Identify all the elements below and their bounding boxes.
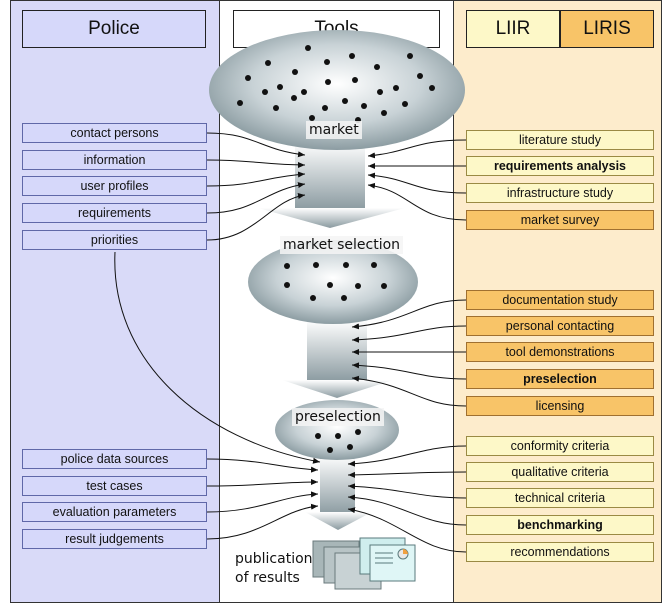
liir-box-recommendations: recommendations — [466, 542, 654, 562]
publication-label: publication of results — [235, 550, 313, 588]
market-label: market — [306, 121, 362, 139]
preselection-dots — [315, 429, 361, 453]
liris-box-licensing: licensing — [466, 396, 654, 416]
liris-box-market-survey: market survey — [466, 210, 654, 230]
police-connectors — [114, 132, 321, 540]
market-selection-dots — [284, 262, 387, 301]
preselection-label: preselection — [292, 408, 384, 426]
police-box-evaluation-parameters: evaluation parameters — [22, 502, 207, 522]
liris-header: LIRIS — [560, 10, 654, 48]
publication-line-2: of results — [235, 570, 300, 586]
liir-header: LIIR — [466, 10, 560, 48]
liir-box-benchmarking: benchmarking — [466, 515, 654, 535]
flow-arrow-2 — [282, 320, 393, 398]
documents-icon — [312, 537, 416, 590]
police-box-result-judgements: result judgements — [22, 529, 207, 549]
flow-arrow-1 — [258, 142, 405, 228]
liir-box-qualitative-criteria: qualitative criteria — [466, 462, 654, 482]
market-ellipse — [209, 30, 465, 150]
publication-line-1: publication — [235, 551, 313, 567]
market-selection-ellipse — [248, 240, 418, 324]
liir-box-requirements-analysis: requirements analysis — [466, 156, 654, 176]
police-box-test-cases: test cases — [22, 476, 207, 496]
liris-box-preselection: preselection — [466, 369, 654, 389]
liris-box-personal-contacting: personal contacting — [466, 316, 654, 336]
police-header: Police — [22, 10, 206, 48]
police-box-information: information — [22, 150, 207, 170]
police-box-contact-persons: contact persons — [22, 123, 207, 143]
market-selection-label: market selection — [280, 236, 404, 254]
liris-box-tool-demonstrations: tool demonstrations — [466, 342, 654, 362]
police-box-requirements: requirements — [22, 203, 207, 223]
flow-arrow-3 — [305, 455, 372, 530]
police-box-priorities: priorities — [22, 230, 207, 250]
liir-box-technical-criteria: technical criteria — [466, 488, 654, 508]
liir-box-literature-study: literature study — [466, 130, 654, 150]
police-box-data-sources: police data sources — [22, 449, 207, 469]
market-dots — [237, 45, 435, 123]
police-box-user-profiles: user profiles — [22, 176, 207, 196]
liir-box-conformity-criteria: conformity criteria — [466, 436, 654, 456]
liir-box-infrastructure-study: infrastructure study — [466, 183, 654, 203]
liir-connectors — [347, 139, 467, 553]
liris-box-documentation-study: documentation study — [466, 290, 654, 310]
